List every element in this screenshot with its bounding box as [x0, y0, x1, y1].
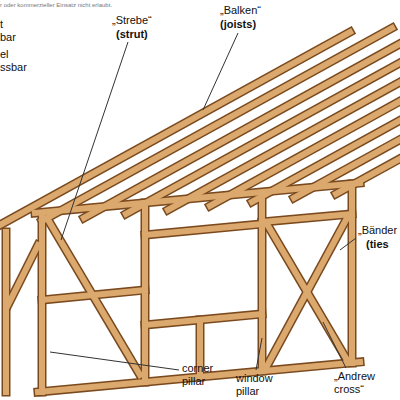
cut-label: bar — [0, 31, 16, 44]
timber-fill — [0, 1, 400, 392]
part-name-german: „Strebe“ — [112, 14, 152, 27]
part-name-german: „Balken“ — [220, 4, 261, 17]
part-name: corner pillar — [182, 362, 228, 388]
part-name-german: „Bänder — [358, 224, 397, 237]
part-name: „Andrew cross“ — [334, 370, 394, 396]
cut-label: ssbar — [0, 61, 27, 74]
watermark: r oder kommerzieller Einsatz nicht erlau… — [0, 2, 112, 9]
timber-outline — [0, 1, 400, 392]
leader-lines — [50, 33, 356, 370]
cut-label: el — [0, 48, 9, 61]
cut-label: t — [0, 18, 3, 31]
part-name: window pillar — [236, 372, 286, 398]
part-name-english: (ties — [366, 238, 389, 251]
part-name-english: (joists) — [220, 18, 256, 31]
part-name-english: (strut) — [116, 28, 148, 41]
